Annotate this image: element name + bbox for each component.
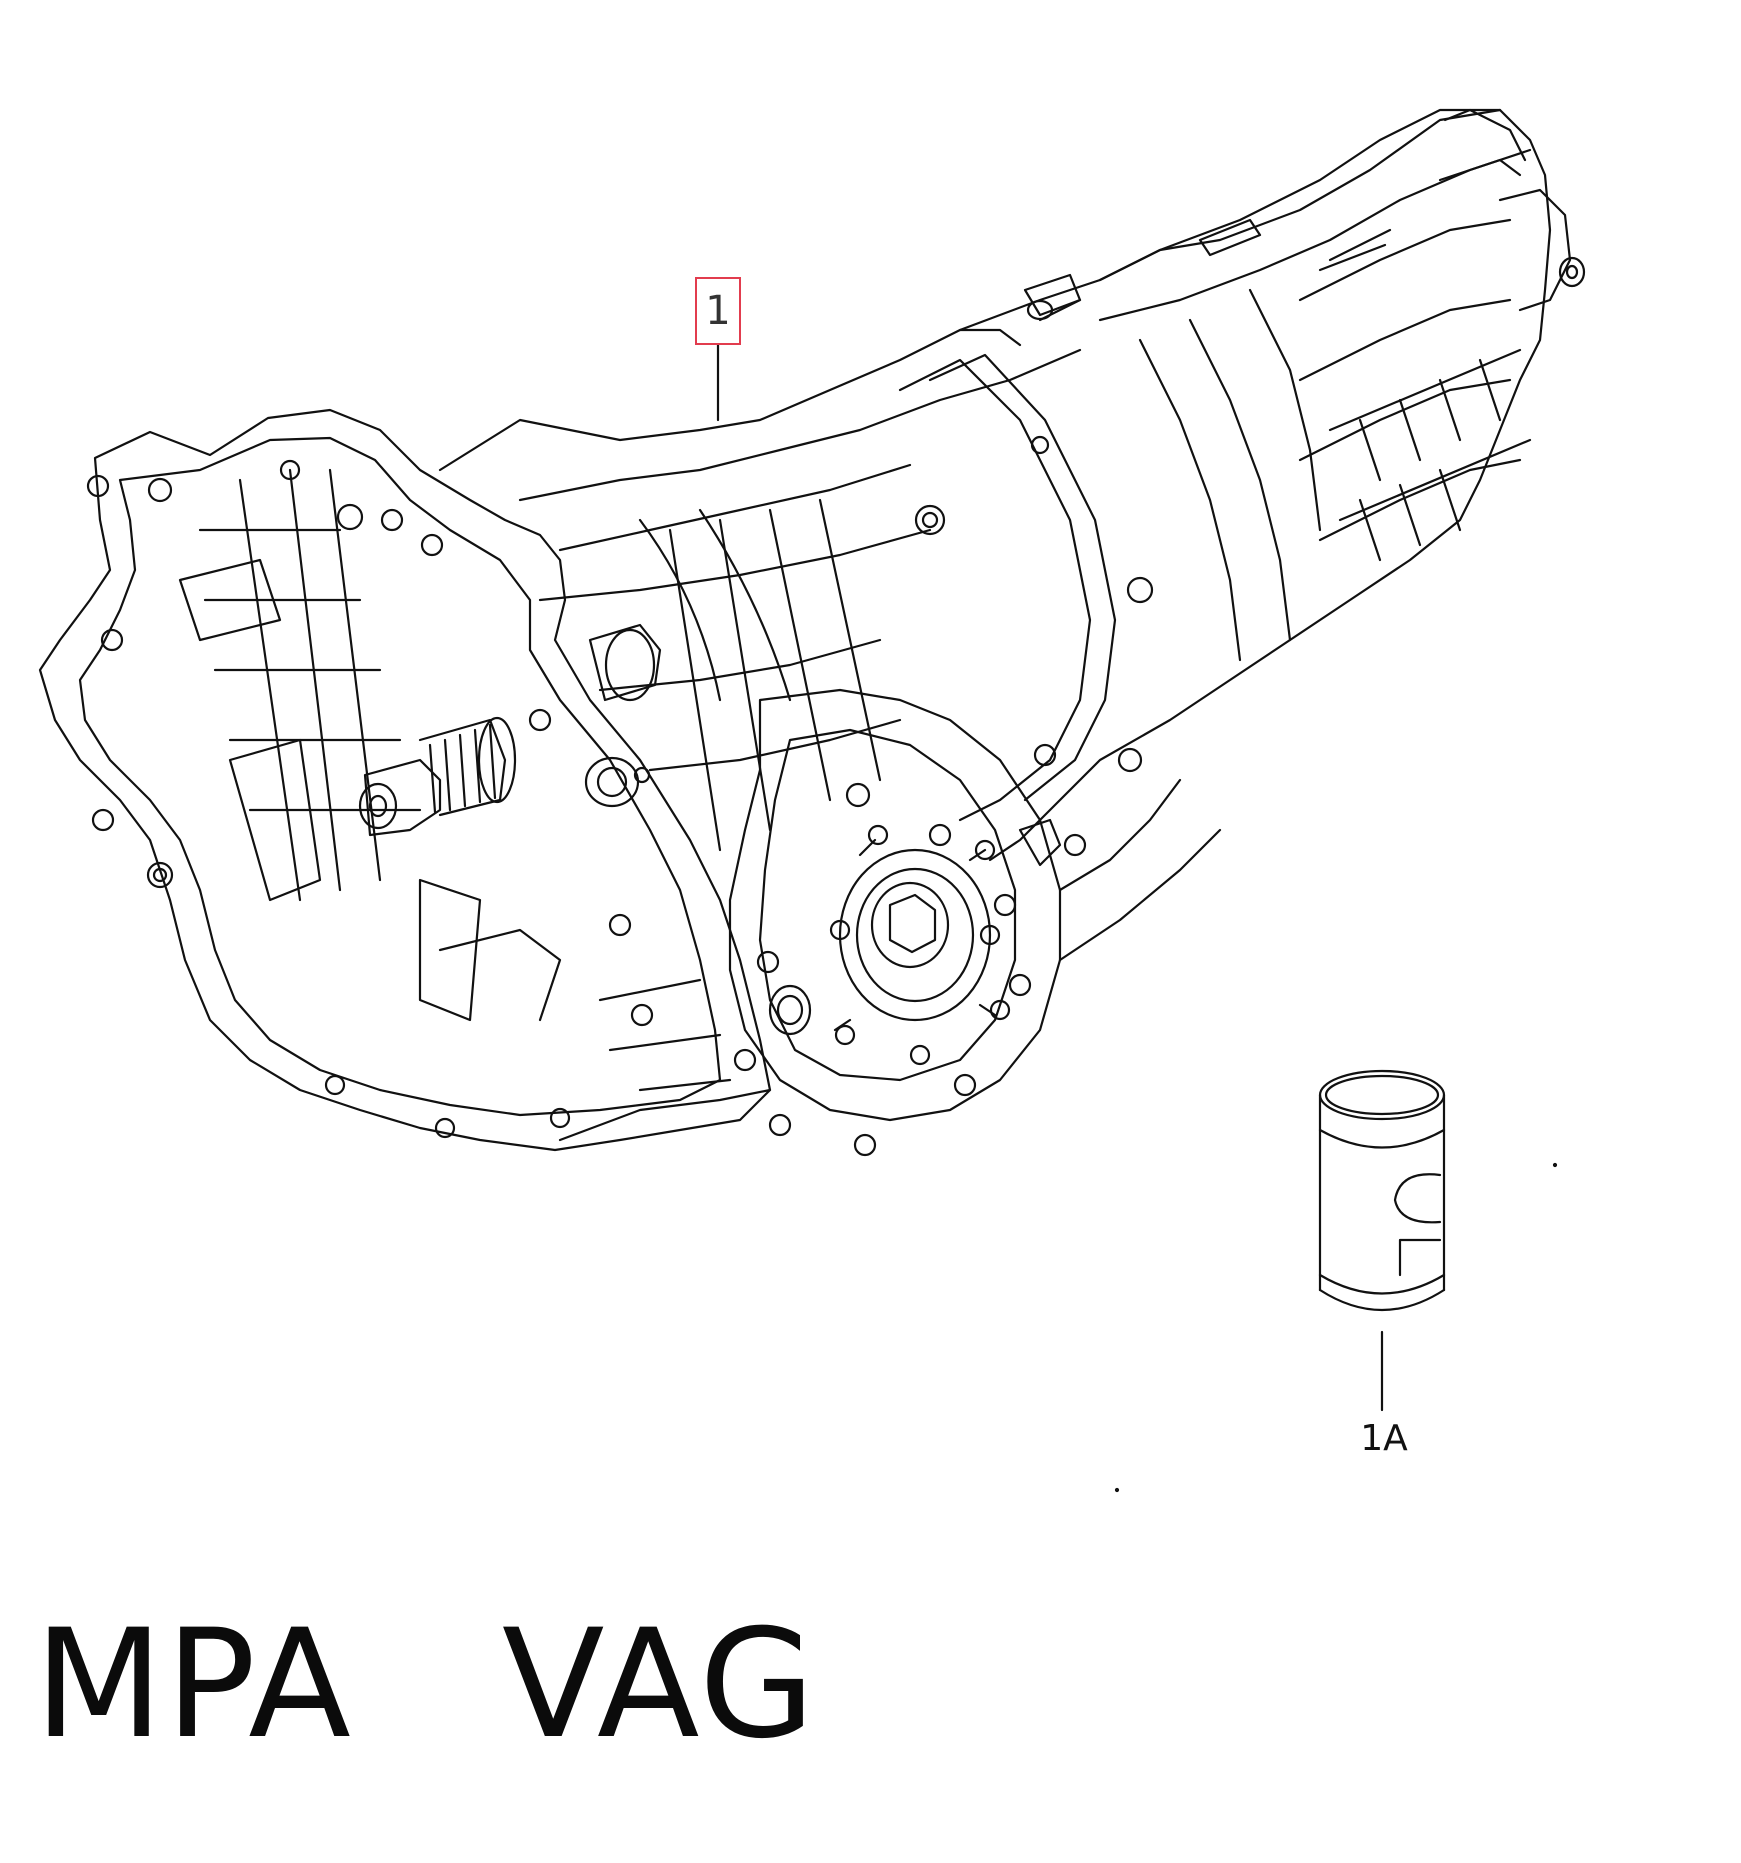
oil-canister-icon[interactable] xyxy=(1318,1069,1446,1412)
callout-1[interactable]: 1 xyxy=(695,277,741,345)
watermark-footer-text: MPA VAG xyxy=(34,1598,818,1772)
callout-1a[interactable]: 1A xyxy=(1360,1418,1408,1459)
transmission-assembly-icon[interactable] xyxy=(38,108,1586,1157)
